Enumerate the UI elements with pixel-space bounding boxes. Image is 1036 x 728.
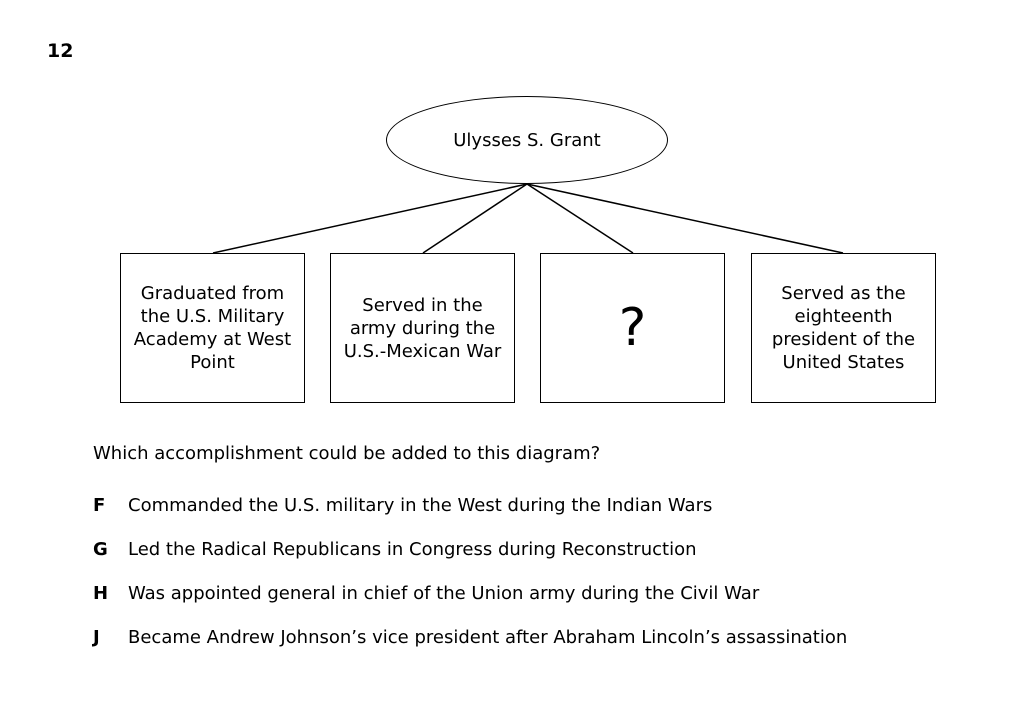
question-prompt: Which accomplishment could be added to t… <box>93 443 601 464</box>
unknown-placeholder: ? <box>618 298 647 358</box>
detail-box-1: Graduated from the U.S. Military Academy… <box>120 253 305 403</box>
choice-text: Became Andrew Johnson’s vice president a… <box>128 627 848 648</box>
choice-text: Commanded the U.S. military in the West … <box>128 495 713 516</box>
choice-letter: F <box>93 495 106 516</box>
answer-choice-h[interactable]: H Was appointed general in chief of the U… <box>93 583 759 604</box>
detail-box-4: Served as the eighteenth president of th… <box>751 253 936 403</box>
connector-line <box>422 183 528 254</box>
detail-box-label: Graduated from the U.S. Military Academy… <box>133 283 292 373</box>
answer-choice-f[interactable]: F Commanded the U.S. military in the West… <box>93 495 712 516</box>
answer-choice-j[interactable]: J Became Andrew Johnson’s vice president … <box>93 627 847 648</box>
choice-letter: J <box>93 627 100 648</box>
connector-line <box>526 183 634 254</box>
connector-line <box>526 183 844 254</box>
detail-box-label: Served in the army during the U.S.-Mexic… <box>343 294 502 362</box>
connector-line <box>212 183 528 254</box>
detail-box-label: Served as the eighteenth president of th… <box>771 283 916 373</box>
question-number: 12 <box>47 40 74 62</box>
answer-choice-g[interactable]: G Led the Radical Republicans in Congress… <box>93 539 697 560</box>
choice-text: Led the Radical Republicans in Congress … <box>128 539 697 560</box>
detail-box-2: Served in the army during the U.S.-Mexic… <box>330 253 515 403</box>
choice-letter: G <box>93 539 108 560</box>
central-topic-label: Ulysses S. Grant <box>453 129 601 151</box>
choice-text: Was appointed general in chief of the Un… <box>128 583 760 604</box>
detail-box-3: ? <box>540 253 725 403</box>
central-topic-oval: Ulysses S. Grant <box>386 96 668 184</box>
choice-letter: H <box>93 583 109 604</box>
